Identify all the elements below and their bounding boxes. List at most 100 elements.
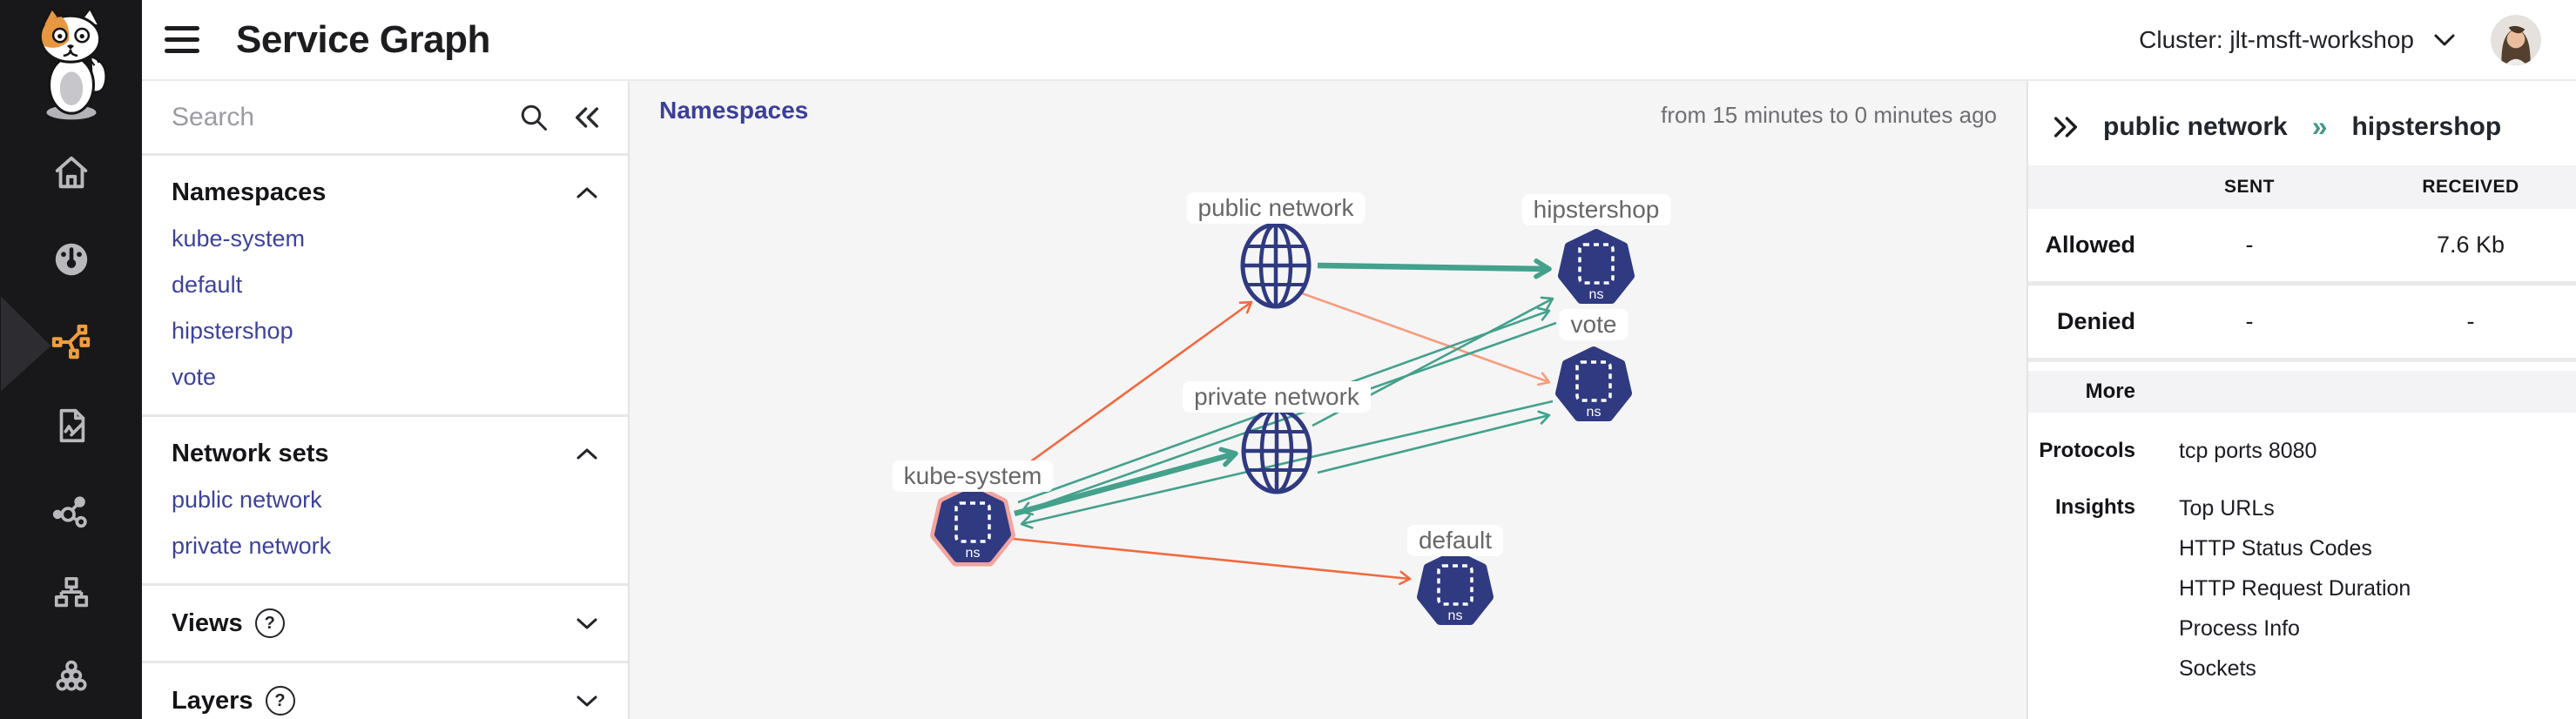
more-section-header: More — [2028, 371, 2576, 413]
panel-item-kube-system[interactable]: kube-system — [172, 225, 306, 252]
node-private-network[interactable] — [1241, 407, 1312, 494]
edge-vote-to-kube-system[interactable] — [1020, 400, 1554, 529]
time-range-label: from 15 minutes to 0 minutes ago — [1661, 102, 1997, 128]
traffic-table-body: Allowed - 7.6 Kb Denied - - — [2028, 209, 2576, 362]
section-title: Namespaces — [172, 178, 327, 206]
received-value: - — [2466, 308, 2475, 334]
details-panel: public network » hipstershop SENT RECEIV… — [2026, 81, 2576, 719]
section-header-network-sets[interactable]: Network sets — [142, 433, 628, 477]
sidebar-nav-home-icon[interactable] — [45, 146, 98, 198]
edge-kube-system-to-default[interactable] — [1012, 537, 1412, 586]
edge-kube-system-to-hipstershop[interactable] — [1017, 306, 1551, 504]
column-sent: SENT — [2223, 177, 2275, 197]
cluster-label: Cluster: jlt-msft-workshop — [2139, 25, 2414, 53]
edge-private-network-to-hipstershop[interactable] — [1312, 296, 1554, 427]
edge-public-network-to-hipstershop[interactable] — [1317, 259, 1552, 279]
divider — [142, 414, 628, 417]
section-title: Views — [172, 608, 243, 637]
protocols-value: tcp ports 8080 — [2179, 439, 2317, 463]
breadcrumb-source[interactable]: public network — [2103, 111, 2288, 141]
more-label: More — [2085, 380, 2135, 403]
panel-section-network-sets: Network sets public network private networ… — [142, 417, 628, 583]
sidebar-nav-connections-icon[interactable] — [45, 487, 98, 539]
breadcrumb-target[interactable]: hipstershop — [2351, 111, 2502, 141]
help-icon[interactable]: ? — [265, 686, 295, 716]
protocols-row: Protocols tcp ports 8080 — [2028, 439, 2576, 464]
sidebar-nav-clusters-icon[interactable] — [45, 652, 98, 704]
edge-hipstershop-to-kube-system[interactable] — [1020, 321, 1557, 516]
node-kube-system[interactable]: ns — [930, 483, 1015, 567]
sidebar-nav-service-graph-icon[interactable] — [0, 296, 98, 392]
panel-item-default[interactable]: default — [172, 272, 243, 298]
view-mode-label: Namespaces — [659, 97, 809, 124]
node-vote[interactable]: ns — [1555, 346, 1632, 421]
section-header-namespaces[interactable]: Namespaces — [142, 171, 628, 216]
traffic-row-allowed: Allowed - 7.6 Kb — [2028, 209, 2576, 286]
sidebar — [0, 0, 142, 719]
chevron-up-icon — [576, 447, 598, 461]
breadcrumb-separator-icon: » — [2311, 111, 2328, 142]
panel-item-hipstershop[interactable]: hipstershop — [172, 318, 293, 344]
svg-text:ns: ns — [1589, 287, 1604, 302]
insight-top-urls[interactable]: Top URLs — [2179, 496, 2275, 521]
sidebar-nav-dashboard-icon[interactable] — [45, 233, 98, 286]
details-header: public network » hipstershop — [2028, 81, 2576, 165]
sent-value: - — [2245, 232, 2254, 258]
row-label: Denied — [2056, 308, 2135, 334]
section-title: Layers — [172, 686, 253, 715]
insight-sockets[interactable]: Sockets — [2179, 656, 2256, 681]
search-input[interactable] — [172, 102, 518, 132]
panel-sections: Namespaces kube-system default hipstershop v… — [142, 156, 628, 719]
chevron-down-icon — [2434, 34, 2455, 45]
node-public-network[interactable] — [1240, 222, 1312, 309]
section-header-views[interactable]: Views? — [142, 601, 628, 647]
collapse-panel-icon[interactable] — [572, 104, 602, 131]
edge-private-network-to-vote[interactable] — [1317, 410, 1551, 474]
cluster-selector[interactable]: Cluster: jlt-msft-workshop — [2139, 26, 2456, 54]
section-title: Network sets — [172, 440, 329, 467]
menu-icon[interactable] — [165, 26, 203, 53]
svg-text:ns: ns — [966, 546, 981, 561]
node-default[interactable]: ns — [1417, 550, 1494, 625]
row-label: Allowed — [2045, 232, 2135, 258]
panel-section-layers: Layers? — [142, 663, 628, 719]
expand-panel-icon[interactable] — [2051, 114, 2080, 140]
top-bar-right: Cluster: jlt-msft-workshop — [2139, 14, 2576, 65]
edge-kube-system-to-private-network[interactable] — [1014, 447, 1238, 517]
node-hipstershop[interactable]: ns — [1558, 229, 1635, 304]
search-icon[interactable] — [518, 102, 550, 133]
sidebar-nav-topology-icon[interactable] — [45, 568, 98, 621]
edge-kube-system-to-public-network[interactable] — [993, 300, 1253, 490]
sidebar-nav-reports-icon[interactable] — [45, 400, 98, 452]
edge-public-network-to-vote[interactable] — [1301, 292, 1551, 386]
search-row — [142, 81, 628, 153]
insights-label: Insights — [2054, 495, 2135, 519]
logo-cat-mascot — [23, 5, 120, 120]
panel-item-vote[interactable]: vote — [172, 364, 217, 390]
section-header-layers[interactable]: Layers? — [142, 679, 628, 719]
chevron-up-icon — [576, 186, 598, 200]
service-graph-svg[interactable]: ns ns ns ns — [630, 81, 2026, 719]
active-indicator — [0, 296, 51, 392]
traffic-row-denied: Denied-- — [2028, 286, 2576, 362]
insight-process-info[interactable]: Process Info — [2179, 616, 2300, 641]
top-bar: Service Graph Cluster: jlt-msft-workshop — [142, 0, 2576, 81]
panel-item-private-network[interactable]: private network — [172, 533, 332, 559]
received-value: 7.6 Kb — [2436, 232, 2505, 258]
avatar[interactable] — [2491, 14, 2541, 65]
insight-http-request-duration[interactable]: HTTP Request Duration — [2179, 576, 2411, 601]
divider — [142, 583, 628, 586]
chevron-down-icon — [576, 616, 598, 630]
divider — [142, 153, 628, 156]
page-title: Service Graph — [236, 17, 490, 61]
help-icon[interactable]: ? — [254, 608, 285, 638]
insight-http-status-codes[interactable]: HTTP Status Codes — [2179, 536, 2372, 561]
filters-panel: Namespaces kube-system default hipstershop v… — [142, 81, 630, 719]
svg-text:ns: ns — [1448, 608, 1463, 623]
panel-item-public-network[interactable]: public network — [172, 487, 322, 513]
divider — [142, 661, 628, 663]
